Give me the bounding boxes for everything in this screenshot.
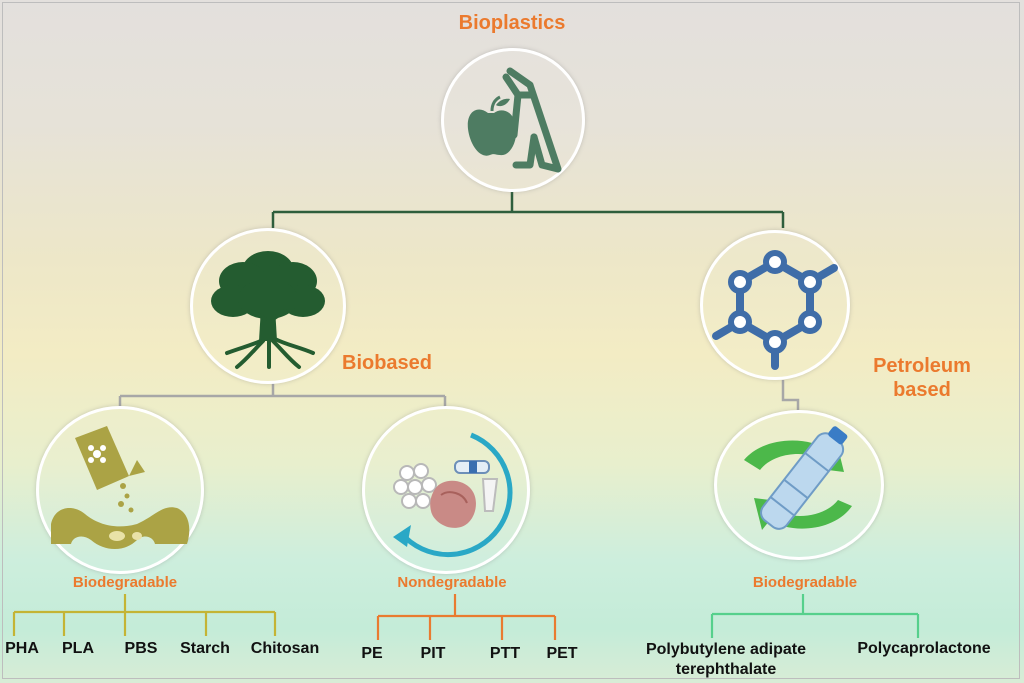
petroleum-label-line1: Petroleum	[873, 355, 971, 377]
root-node	[441, 48, 585, 192]
petroleum-label: Petroleum based	[873, 354, 971, 402]
petroleum-label-line2: based	[893, 379, 951, 401]
petroleum-node	[700, 230, 850, 380]
nondegradable-node	[362, 406, 530, 574]
bottle-recycle-icon	[744, 426, 852, 530]
leaf-polycaprolactone: Polycaprolactone	[857, 640, 991, 657]
petroleum-biodegradable-label: Biodegradable	[752, 574, 858, 591]
recycle-waste-icon	[393, 432, 513, 558]
petro-biodegradable-leaf-connector	[710, 594, 920, 638]
leaf-chitosan: Chitosan	[250, 640, 320, 657]
petroleum-connector	[781, 380, 800, 410]
tree-icon	[211, 251, 325, 369]
petroleum-biodegradable-node	[714, 410, 884, 560]
leaf-ptt: PTT	[489, 645, 521, 662]
leaf-pit: PIT	[420, 645, 446, 662]
leaf-pha: PHA	[5, 640, 39, 657]
leaf-pbat-line2: terephthalate	[675, 661, 777, 678]
root-label: Bioplastics	[458, 12, 566, 34]
root-connector	[271, 192, 785, 228]
biobased-label: Biobased	[342, 352, 433, 374]
biobased-connector	[118, 382, 447, 408]
biobased-node	[190, 228, 346, 384]
nondegradable-leaf-connector	[376, 594, 557, 640]
leaf-pbat-line1: Polybutylene adipate	[645, 641, 807, 658]
leaf-pet: PET	[546, 645, 578, 662]
leaf-pe: PE	[361, 645, 383, 662]
leaf-pbat: Polybutylene adipate terephthalate	[646, 640, 806, 680]
biodegradable-node	[36, 406, 204, 574]
leaf-pbs: PBS	[124, 640, 158, 657]
compost-icon	[51, 426, 190, 549]
biodegradable-leaf-connector	[12, 594, 277, 636]
apple-bag-icon	[467, 67, 562, 173]
biobased-biodegradable-label: Biodegradable	[72, 574, 178, 591]
molecule-icon	[712, 250, 838, 370]
nondegradable-label: Nondegradable	[397, 574, 507, 591]
leaf-starch: Starch	[180, 640, 230, 657]
leaf-pla: PLA	[62, 640, 94, 657]
